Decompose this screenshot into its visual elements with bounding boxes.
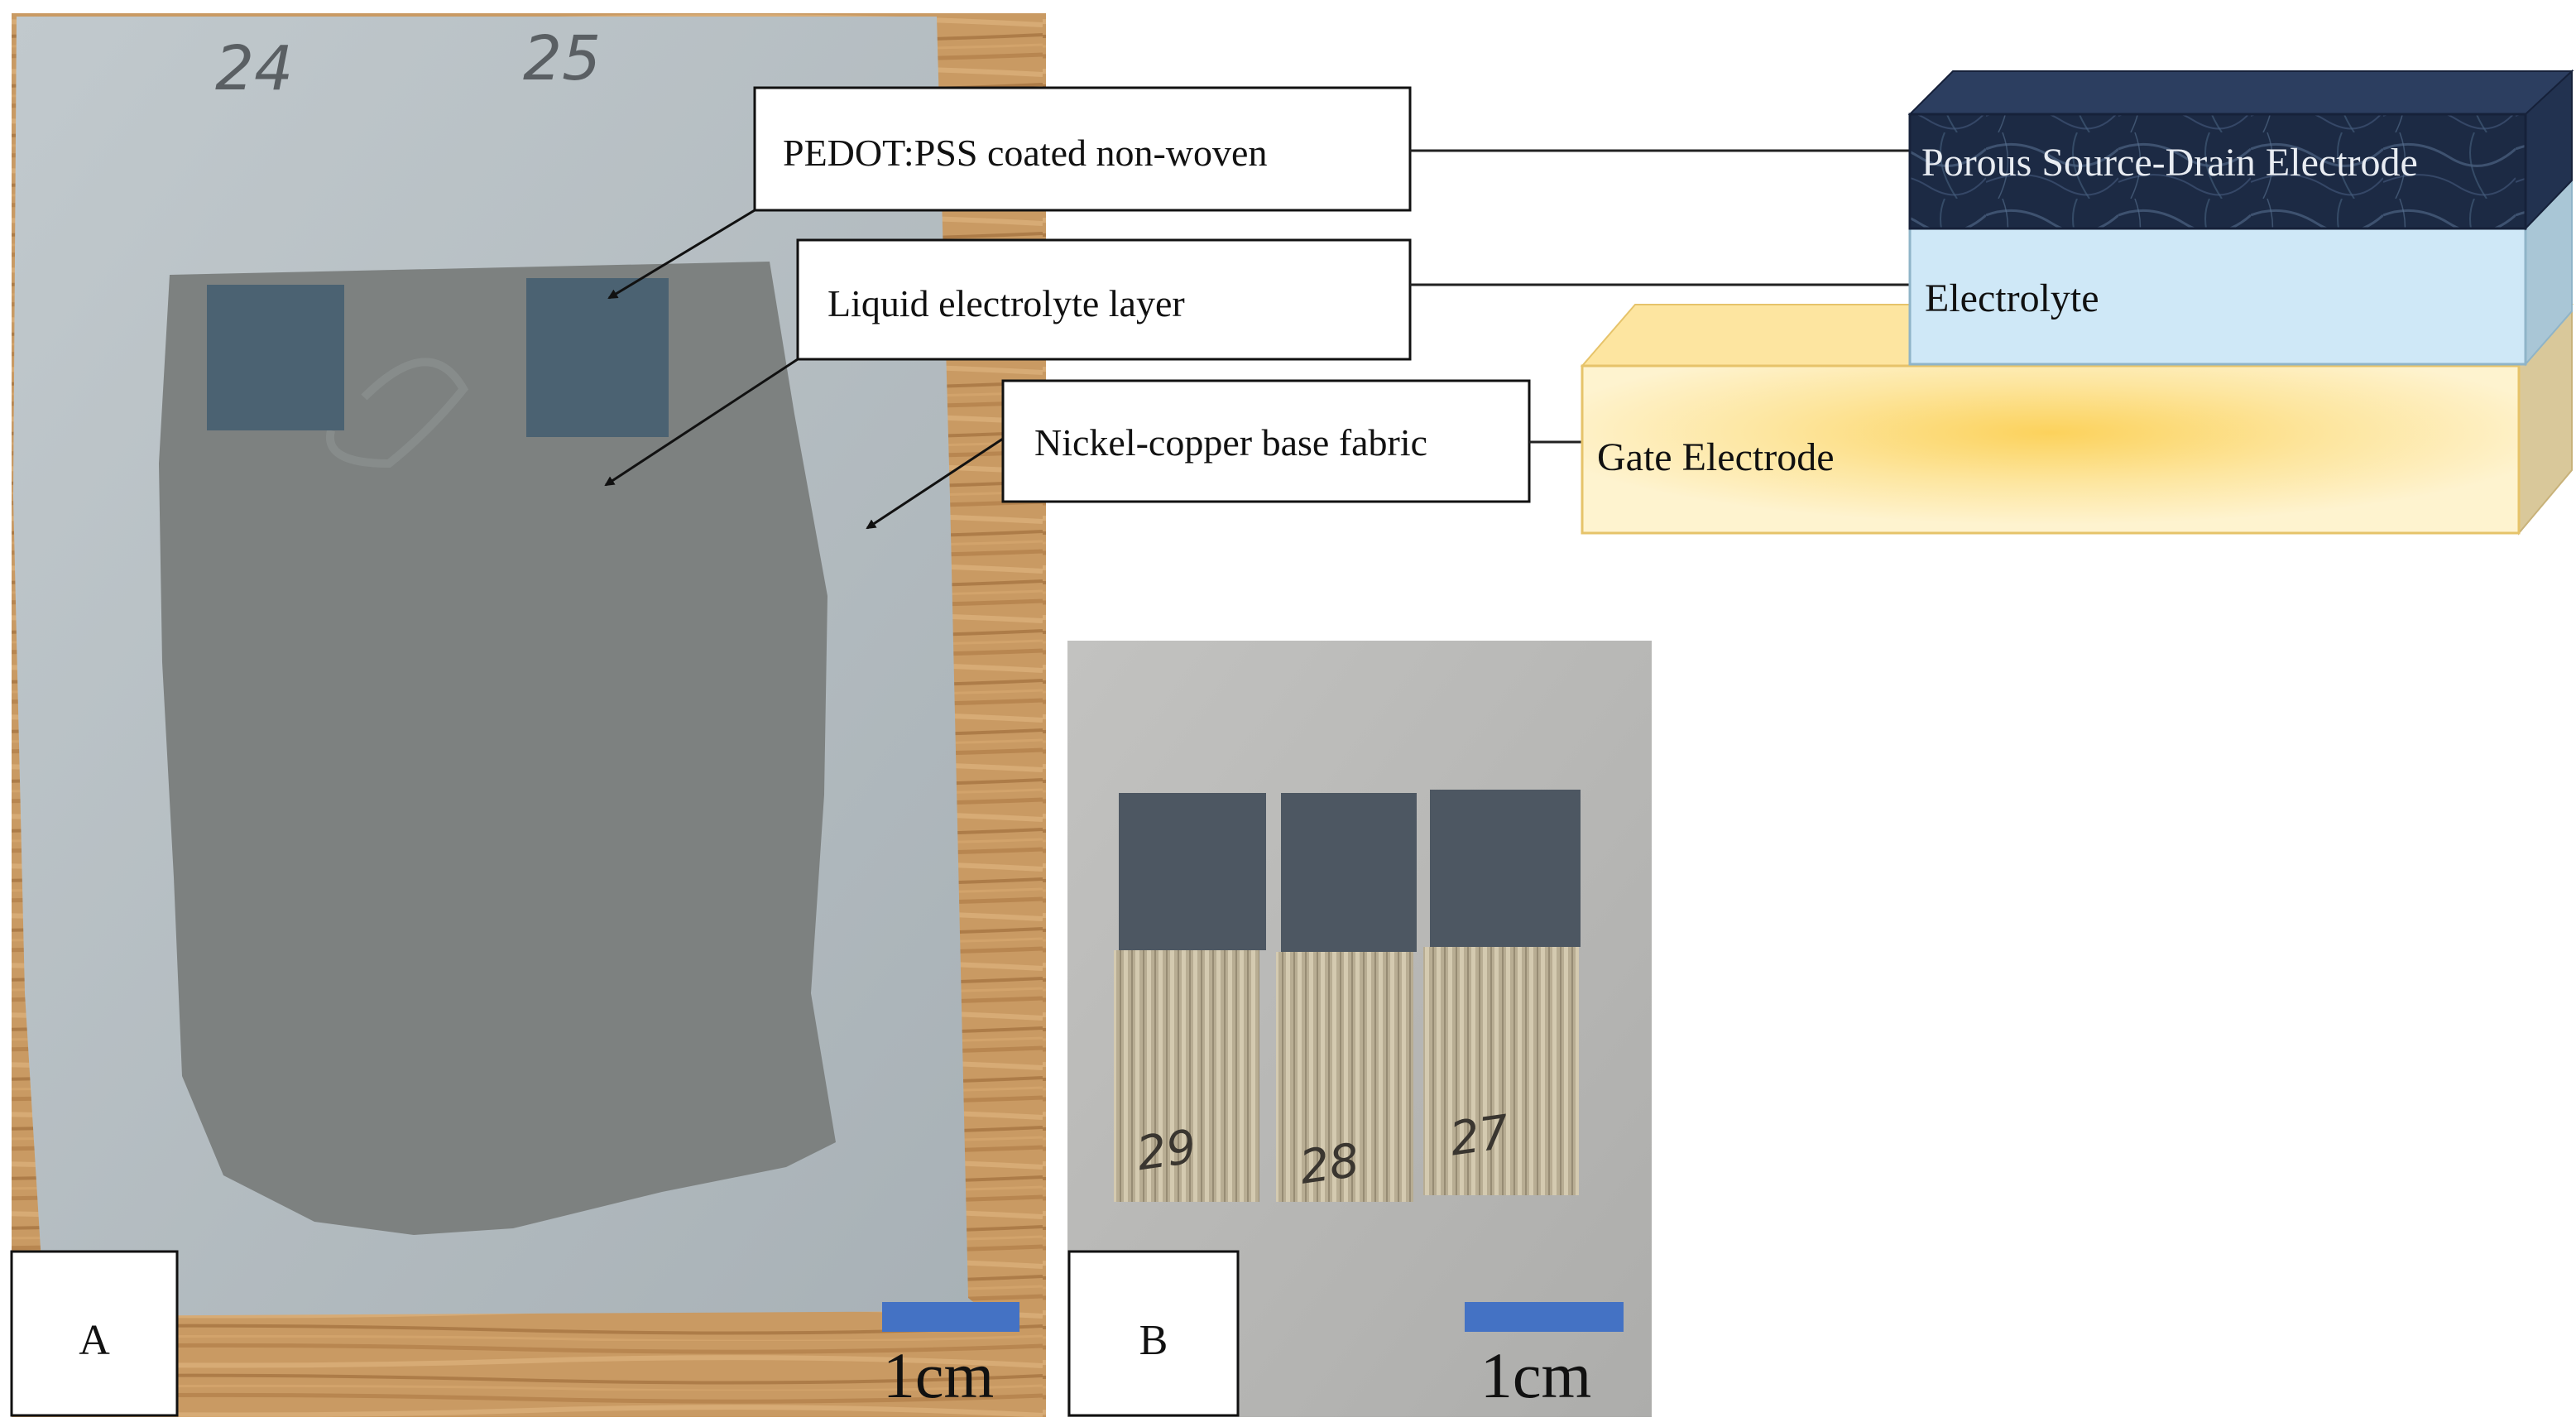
source-drain-front-face <box>1908 113 2527 230</box>
strip-2-fabric <box>1276 952 1413 1202</box>
sample-number-row-a: 24 25 <box>215 23 601 104</box>
strip-3-fabric <box>1423 947 1579 1195</box>
callout-electrolyte: Liquid electrolyte layer <box>604 238 1910 487</box>
device-layer-stack: Gate Electrode Electrolyte Porous Source… <box>1580 69 2574 536</box>
strip-1-number: 29 <box>1134 1120 1200 1181</box>
callouts: PEDOT:PSS coated non-woven Liquid electr… <box>604 86 1910 530</box>
panel-b-photo: 29 28 27 B 1cm <box>1067 641 1652 1417</box>
strip-3-pedot <box>1430 790 1581 947</box>
sample-number-24: 24 <box>215 33 293 104</box>
callout-electrolyte-box <box>796 238 1412 361</box>
pedot-patch-left <box>207 285 344 430</box>
source-drain-layer: Porous Source-Drain Electrode <box>1907 69 2574 231</box>
panel-a-label-box <box>10 1250 179 1417</box>
panel-b-label: B <box>1139 1317 1168 1364</box>
strip-1-fabric <box>1114 950 1259 1202</box>
strip-3-number: 27 <box>1446 1105 1513 1166</box>
callout-nickel-copper: Nickel-copper base fabric <box>866 379 1582 530</box>
callout-electrolyte-arrow <box>604 358 799 487</box>
strip-1-pedot <box>1119 793 1266 950</box>
electrolyte-front-face <box>1908 227 2527 366</box>
panel-a-label: A <box>79 1317 110 1364</box>
panel-a-scale-text: 1cm <box>883 1339 994 1411</box>
panel-a-scale-bar <box>882 1302 1019 1332</box>
callout-pedot-arrow <box>607 209 756 300</box>
callout-electrolyte-text: Liquid electrolyte layer <box>827 282 1185 324</box>
callout-pedot-text: PEDOT:PSS coated non-woven <box>783 132 1267 174</box>
strip-2-pedot <box>1281 793 1417 952</box>
film-stain <box>325 358 469 468</box>
callout-nickel-copper-arrow <box>866 437 1004 530</box>
panel-a-photo: 24 25 A 1cm <box>10 13 1046 1417</box>
pedot-patch-right <box>526 278 669 437</box>
sample-number-25: 25 <box>523 23 601 94</box>
source-drain-label: Porous Source-Drain Electrode <box>1921 141 2418 185</box>
callout-pedot: PEDOT:PSS coated non-woven <box>607 86 1910 300</box>
sample-strip-1: 29 <box>1114 793 1266 1202</box>
gate-electrode-label: Gate Electrode <box>1597 435 1835 479</box>
gate-front-face <box>1581 364 2521 535</box>
sample-strip-2: 28 <box>1276 793 1417 1202</box>
source-drain-top-face <box>1907 70 2574 115</box>
panel-b-label-box <box>1067 1250 1240 1417</box>
electrolyte-film <box>159 262 836 1235</box>
sample-strip-3: 27 <box>1423 790 1581 1195</box>
callout-nickel-copper-text: Nickel-copper base fabric <box>1034 421 1427 464</box>
panel-b-scale-bar <box>1465 1302 1624 1332</box>
panel-b-scale-text: 1cm <box>1480 1339 1591 1411</box>
callout-pedot-box <box>753 86 1412 212</box>
strip-2-number: 28 <box>1297 1134 1363 1195</box>
electrolyte-label: Electrolyte <box>1925 276 2099 320</box>
